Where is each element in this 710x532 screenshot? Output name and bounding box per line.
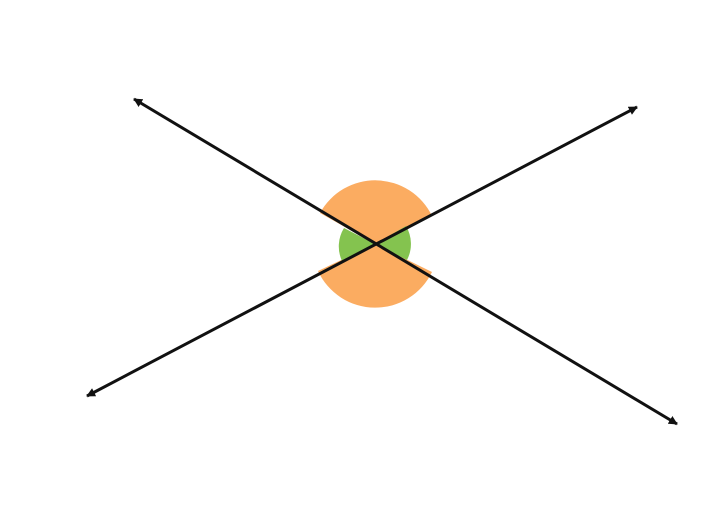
line-a — [86, 105, 638, 398]
obtuse-angle-top — [320, 180, 432, 244]
obtuse-angle-bottom — [318, 244, 432, 308]
line-b — [133, 97, 678, 426]
